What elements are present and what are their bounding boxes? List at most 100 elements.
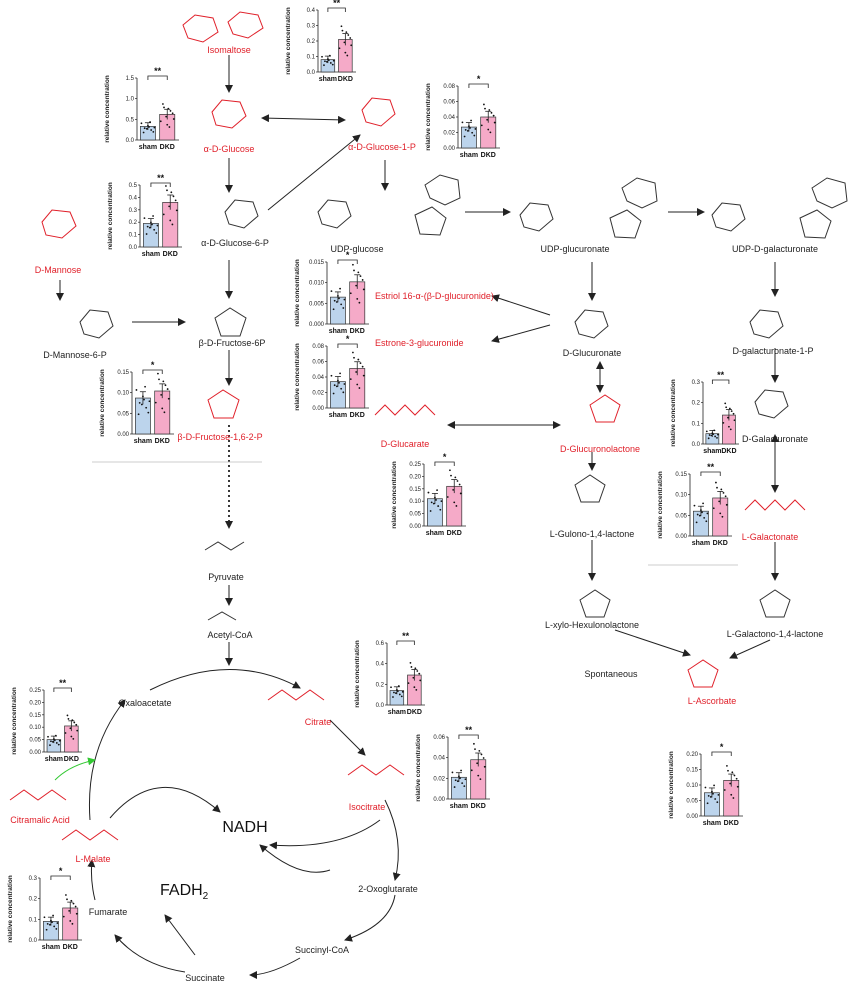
chart-d-mannose-category-label: sham xyxy=(142,251,160,258)
chart-estriol-data-point xyxy=(352,263,354,266)
udp-glucose-structure xyxy=(317,174,461,236)
chart-d-glucuronolactone-data-point xyxy=(713,429,716,432)
chart-d-mannose-data-point xyxy=(152,215,154,217)
chart-citrate-data-point xyxy=(398,693,401,696)
metabolite-label-l-xylo: L-xylo-Hexulonolactone xyxy=(545,620,639,630)
chart-isocitrate-data-point xyxy=(477,774,480,777)
chart-d-glucuronolactone-tick-label: 0.0 xyxy=(692,442,701,448)
chart-a-glucose-data-point xyxy=(145,127,148,130)
chart-b-fructose-16-significance: * xyxy=(151,360,155,370)
chart-isomaltose-data-point xyxy=(328,54,331,57)
chart-a-glucose-1p-data-point xyxy=(489,131,492,134)
chart-isomaltose-data-point xyxy=(345,31,348,34)
chart-isomaltose-data-point xyxy=(347,34,350,36)
chart-d-glucuronolactone-data-point xyxy=(716,436,718,439)
chart-d-mannose-category-label: DKD xyxy=(163,251,178,258)
chart-a-glucose-tick-label: 0.0 xyxy=(126,138,135,144)
chart-l-galactonate-data-point xyxy=(700,509,702,511)
chart-a-glucose-1p-tick-label: 0.02 xyxy=(443,131,455,137)
chart-l-ascorbate-tick-label: 0.00 xyxy=(686,814,698,820)
chart-d-glucuronolactone-tick-label: 0.1 xyxy=(692,421,701,427)
chart-l-ascorbate-data-point xyxy=(727,769,729,772)
chart-citrate-data-point xyxy=(400,695,403,698)
chart-l-ascorbate-data-point xyxy=(716,801,719,804)
chart-oxaloacetate-malate-category-label: sham xyxy=(45,756,63,763)
chart-a-glucose-data-point xyxy=(148,126,150,128)
chart-citrate-data-point xyxy=(407,682,410,685)
chart-l-galactonate-tick-label: 0.15 xyxy=(675,472,687,478)
chart-isocitrate-data-point xyxy=(483,765,486,768)
chart-estriol-category-label: sham xyxy=(329,328,347,335)
chart-d-glucarate-data-point xyxy=(335,385,338,388)
chart-a-glucose-significance: ** xyxy=(154,66,162,76)
chart-estrone-tick-label: 0.25 xyxy=(409,462,421,468)
fadh2-base: FADH xyxy=(160,882,203,899)
metabolite-label-pyruvate: Pyruvate xyxy=(208,572,244,582)
chart-estriol-data-point xyxy=(359,275,362,278)
chart-l-ascorbate-data-point xyxy=(714,798,717,800)
chart-isomaltose-data-point xyxy=(350,44,353,47)
chart-b-fructose-16-data-point xyxy=(164,384,167,387)
chart-d-mannose-tick-label: 0.1 xyxy=(129,233,138,239)
chart-estriol-tick-label: 0.000 xyxy=(309,322,325,328)
chart-oxaloacetate-malate-data-point xyxy=(54,734,57,737)
chart-estrone-data-point xyxy=(434,496,436,499)
chart-l-ascorbate-data-point xyxy=(713,784,715,787)
chart-b-fructose-16-category-label: sham xyxy=(134,438,152,445)
chart-b-fructose-16-data-point xyxy=(158,378,160,381)
chart-oxaloacetate-malate-tick-label: 0.20 xyxy=(29,700,41,706)
chart-d-mannose-data-point xyxy=(162,213,165,216)
chart-d-glucuronolactone-category-label: DKD xyxy=(721,448,736,455)
chart-isocitrate-data-point xyxy=(479,778,482,781)
chemical-structures xyxy=(9,11,848,841)
chart-isocitrate-data-point xyxy=(460,769,462,772)
chart-isocitrate-data-point xyxy=(451,771,454,774)
chart-b-fructose-16-tick-label: 0.00 xyxy=(117,432,129,438)
chart-estriol-data-point xyxy=(361,279,364,281)
chart-l-malate-data-point xyxy=(69,920,72,922)
chart-citrate-data-point xyxy=(415,688,418,691)
chart-d-glucuronolactone-data-point xyxy=(727,416,729,419)
chart-b-fructose-16-data-point xyxy=(137,413,140,416)
chart-d-glucuronolactone-data-point xyxy=(732,412,735,415)
chart-citrate-data-point xyxy=(409,661,412,664)
chart-d-glucarate-significance: * xyxy=(346,334,350,344)
arrow-malate-oxaloacetate xyxy=(88,699,126,821)
chart-d-glucarate-data-point xyxy=(359,362,362,365)
chart-l-malate-ylabel: relative concentration xyxy=(7,875,14,943)
citramalic-structure xyxy=(9,789,67,801)
chart-b-fructose-16-data-point xyxy=(166,388,169,390)
chart-a-glucose-1p-data-point xyxy=(466,129,469,132)
chart-d-mannose-data-point xyxy=(143,217,146,220)
chart-oxaloacetate-malate-tick-label: 0.10 xyxy=(29,725,41,731)
chart-d-glucuronolactone-data-point xyxy=(717,433,719,436)
nadh-label: NADH xyxy=(222,819,267,836)
chart-l-ascorbate-category-label: DKD xyxy=(724,820,739,827)
chart-a-glucose-data-point xyxy=(167,107,170,110)
chart-isomaltose-tick-label: 0.1 xyxy=(307,55,316,61)
chart-l-galactonate-data-point xyxy=(696,513,699,516)
chart-d-mannose-data-point xyxy=(156,224,159,227)
chart-isomaltose-data-point xyxy=(323,64,325,67)
acetyl-coa-structure xyxy=(207,611,237,621)
metabolite-label-acetyl-coa: Acetyl-CoA xyxy=(207,630,252,640)
chart-d-glucarate-data-point xyxy=(342,391,345,394)
chart-a-glucose-data-point xyxy=(149,121,151,123)
chart-a-glucose-tick-label: 0.5 xyxy=(126,117,135,123)
chart-d-glucuronolactone-data-point xyxy=(733,419,736,422)
chart-estrone-data-point xyxy=(455,505,458,507)
chart-isocitrate-tick-label: 0.02 xyxy=(433,776,445,782)
chart-isomaltose-data-point xyxy=(349,37,352,39)
chart-isomaltose-tick-label: 0.4 xyxy=(307,8,316,14)
chart-estrone-category-label: DKD xyxy=(447,530,462,537)
metabolite-label-fumarate: Fumarate xyxy=(89,907,128,917)
chart-d-glucarate-significance-bracket xyxy=(337,343,358,348)
d-mannose-structure xyxy=(41,209,77,239)
chart-a-glucose-1p-data-point xyxy=(487,128,490,131)
chart-estriol-data-point xyxy=(355,284,358,287)
chart-d-glucarate-tick-label: 0.06 xyxy=(312,360,324,366)
chart-isocitrate-category-label: DKD xyxy=(471,803,486,810)
chart-b-fructose-16-data-point xyxy=(154,401,157,404)
